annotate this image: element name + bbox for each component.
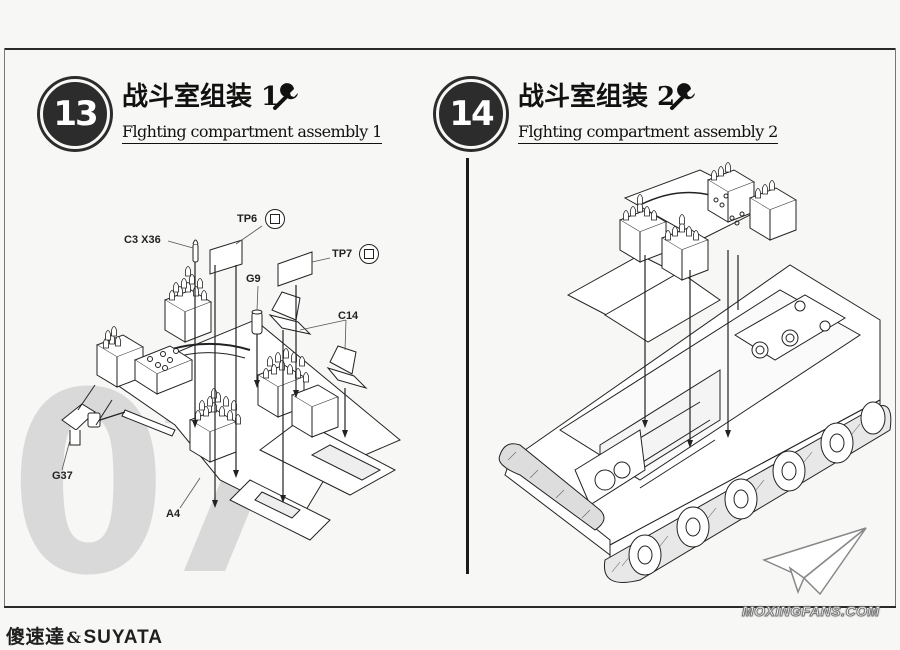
template-icon: [265, 209, 285, 229]
paper-plane-icon: [761, 527, 867, 596]
step-13-title-en: Flghting compartment assembly 1: [122, 123, 382, 144]
part-label-g37: G37: [52, 470, 73, 482]
step-14-badge: 14: [436, 79, 506, 149]
watermark: MOXINGFANS.COM: [742, 603, 880, 620]
right-rule: [895, 48, 896, 608]
part-label-c14: C14: [338, 310, 359, 322]
step-13-drawing: [61, 225, 401, 541]
part-label-c3: C3 X36: [124, 234, 161, 246]
part-label-tp6: TP6: [237, 213, 258, 225]
bottom-rule: [4, 606, 896, 608]
part-label-tp7: TP7: [332, 248, 353, 260]
brand-name-latin: SUYATA: [83, 627, 164, 648]
top-rule: [4, 48, 896, 50]
step-14-title-en: Flghting compartment assembly 2: [518, 123, 778, 144]
step-13-badge: 13: [40, 79, 110, 149]
brand-logo: 傻速達&SUYATA: [6, 622, 163, 649]
wrench-icon: [273, 83, 298, 110]
part-label-g9: G9: [246, 273, 261, 285]
wrench-icon: [670, 83, 695, 110]
step-14-drawing: [498, 162, 892, 583]
step-14-title-cn: 战斗室组装 2: [518, 82, 676, 112]
left-rule: [4, 48, 5, 608]
step-divider: [466, 158, 469, 574]
part-label-a4: A4: [166, 508, 181, 520]
template-icon: [359, 244, 379, 264]
brand-name-cn: 傻速達: [6, 626, 65, 648]
step-13-title-cn: 战斗室组装 1: [122, 82, 280, 112]
brand-ampersand: &: [66, 628, 82, 647]
